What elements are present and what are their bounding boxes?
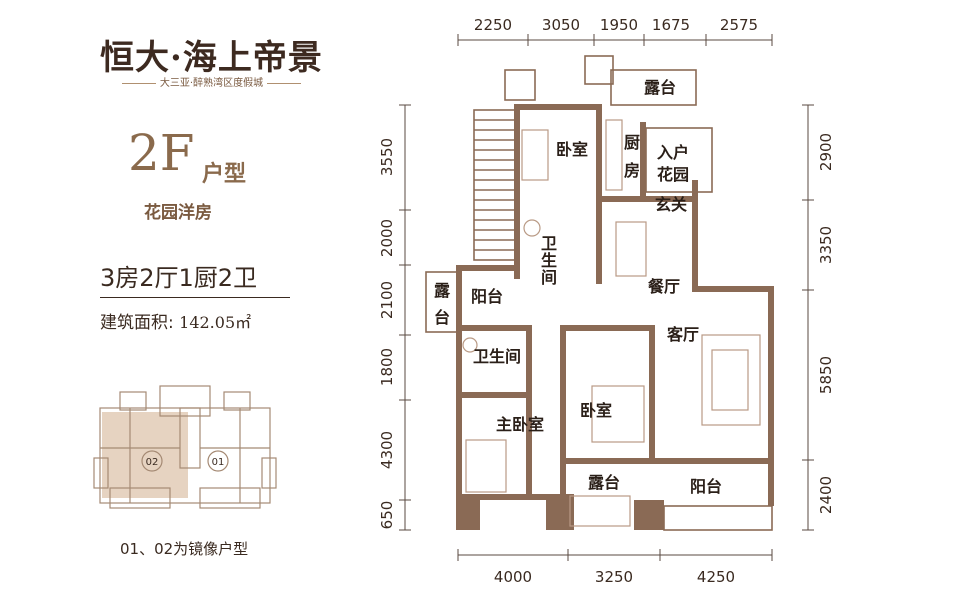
mirror-note: 01、02为镜像户型 bbox=[120, 540, 249, 558]
walls bbox=[456, 104, 774, 530]
brand-subtitle: 大三亚·醉熟湾区度假城 bbox=[104, 74, 319, 89]
room-master-bedroom: 主卧室 bbox=[496, 415, 544, 434]
floor-plan: 2250 3050 1950 1675 2575 4000 3250 4250 … bbox=[378, 16, 835, 586]
room-bedroom-top: 卧室 bbox=[556, 140, 588, 159]
dim-left-5: 4300 bbox=[378, 431, 396, 469]
dim-left-2: 2000 bbox=[378, 219, 396, 257]
room-terrace-left-2: 台 bbox=[434, 308, 450, 327]
dim-right-2: 3350 bbox=[817, 226, 835, 264]
room-kitchen-1: 厨 bbox=[624, 133, 640, 152]
unit-area: 建筑面积: 142.05㎡ bbox=[100, 308, 251, 333]
room-foyer: 玄关 bbox=[655, 195, 687, 214]
area-label: 建筑面积: bbox=[100, 313, 174, 333]
unit-type-suffix: 户型 bbox=[202, 162, 247, 187]
room-balcony-left: 阳台 bbox=[471, 287, 503, 306]
subtitle-line-right bbox=[267, 82, 302, 84]
dim-top-5: 2575 bbox=[720, 16, 758, 34]
dim-left-6: 650 bbox=[378, 501, 396, 530]
dimension-lines bbox=[399, 34, 814, 561]
brand-subtitle-text: 大三亚·醉熟湾区度假城 bbox=[159, 78, 264, 89]
room-terrace-top: 露台 bbox=[644, 78, 676, 97]
room-kitchen-2: 房 bbox=[624, 161, 640, 180]
room-balcony-bottom: 阳台 bbox=[690, 477, 722, 496]
room-terrace-left-1: 露 bbox=[434, 281, 451, 300]
dim-bottom-1: 4000 bbox=[494, 568, 532, 586]
room-bath-2: 生 bbox=[541, 251, 557, 270]
room-bath-1: 卫 bbox=[541, 234, 557, 253]
keymap-unit-b: 01 bbox=[212, 457, 225, 468]
area-value: 142.05㎡ bbox=[179, 313, 252, 332]
room-bath-3: 间 bbox=[541, 268, 557, 287]
dim-top-4: 1675 bbox=[652, 16, 690, 34]
unit-type-name: 花园洋房 bbox=[144, 203, 212, 223]
dim-top-3: 1950 bbox=[600, 16, 638, 34]
room-entry-garden-1: 入户 bbox=[657, 143, 689, 162]
room-living: 客厅 bbox=[667, 325, 699, 344]
dim-left-1: 3550 bbox=[378, 138, 396, 176]
subtitle-line-left bbox=[121, 82, 156, 84]
room-dining: 餐厅 bbox=[647, 277, 680, 296]
brand-title: 恒大·海上帝景 bbox=[100, 38, 323, 78]
room-bathroom: 卫生间 bbox=[473, 347, 521, 366]
dim-top-1: 2250 bbox=[474, 16, 512, 34]
unit-type-code: 2F bbox=[128, 124, 195, 182]
room-entry-garden-2: 花园 bbox=[657, 165, 689, 184]
divider bbox=[100, 297, 290, 298]
dim-bottom-3: 4250 bbox=[697, 568, 735, 586]
dim-right-1: 2900 bbox=[817, 133, 835, 171]
outlines bbox=[425, 55, 773, 531]
dim-bottom-2: 3250 bbox=[595, 568, 633, 586]
dim-right-3: 5850 bbox=[817, 356, 835, 394]
building-key-map: 02 01 bbox=[93, 385, 277, 509]
keymap-unit-02-highlight bbox=[102, 412, 188, 498]
unit-layout: 3房2厅1厨2卫 bbox=[100, 264, 258, 292]
dim-top-2: 3050 bbox=[542, 16, 580, 34]
dim-right-4: 2400 bbox=[817, 476, 835, 514]
dim-left-3: 2100 bbox=[378, 281, 396, 319]
room-bedroom: 卧室 bbox=[580, 401, 612, 420]
furniture bbox=[462, 119, 761, 527]
room-terrace-bottom: 露台 bbox=[588, 473, 620, 492]
keymap-unit-a: 02 bbox=[146, 457, 159, 468]
dim-left-4: 1800 bbox=[378, 348, 396, 386]
